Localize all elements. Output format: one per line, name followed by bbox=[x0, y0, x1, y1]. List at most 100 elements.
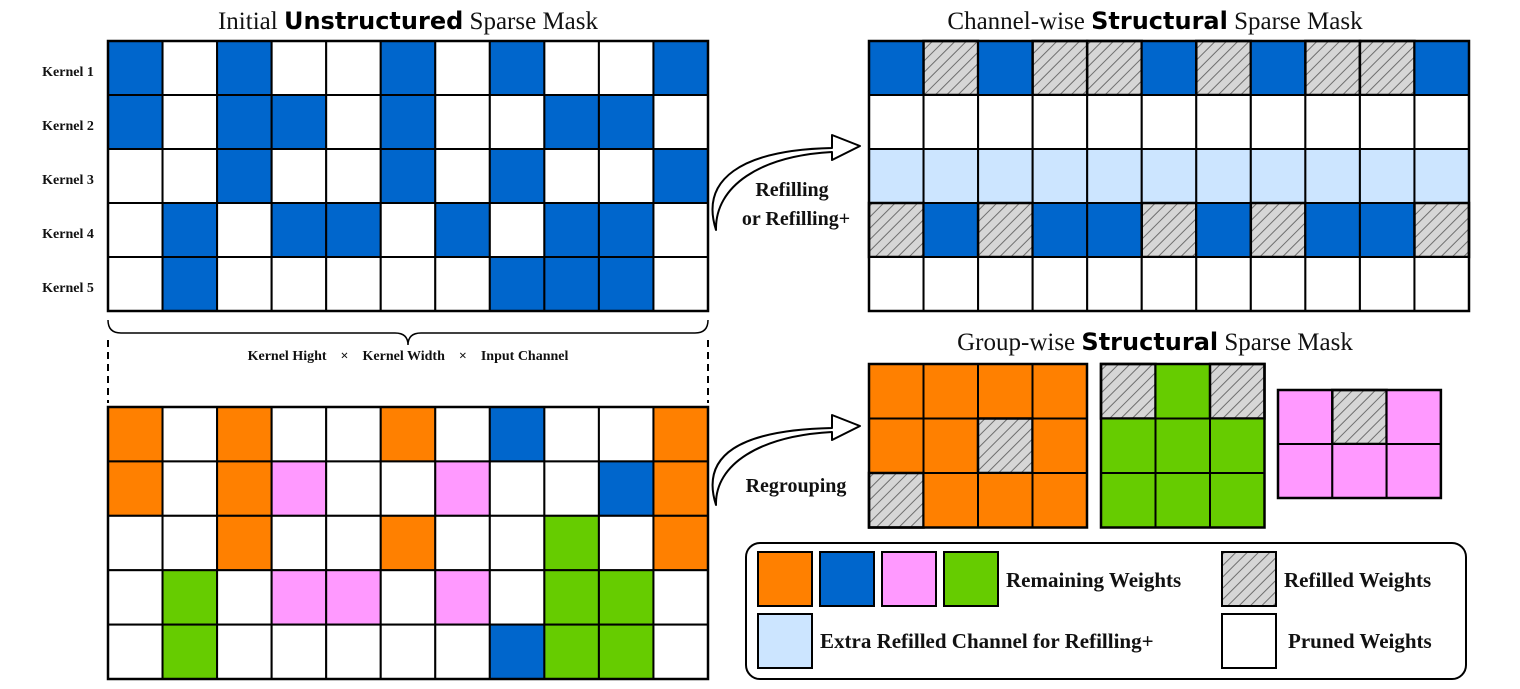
extra-refilled-cell bbox=[1413, 148, 1471, 204]
kernel-labels: Kernel 1 Kernel 2 Kernel 3 Kernel 4 Kern… bbox=[42, 65, 94, 296]
refilled-weight-cell bbox=[1358, 39, 1416, 97]
blue-weight-cell bbox=[107, 40, 164, 96]
orange-weight-cell bbox=[922, 417, 979, 474]
title-group: Group-wise Structural Sparse Mask bbox=[957, 328, 1353, 356]
orange-weight-cell bbox=[652, 514, 709, 572]
green-weight-cell bbox=[1154, 472, 1211, 529]
orange-weight-cell bbox=[652, 460, 709, 517]
pruned-cell bbox=[325, 406, 382, 463]
extra-refilled-cell bbox=[1195, 148, 1252, 204]
legend-swatch-pruned bbox=[1221, 613, 1277, 669]
refilled-weight-cell bbox=[1413, 201, 1471, 259]
pink-weight-cell bbox=[1385, 443, 1442, 499]
legend-swatch-refilled bbox=[1221, 551, 1277, 607]
group-green-grid bbox=[1099, 362, 1266, 529]
pink-weight-cell bbox=[325, 569, 382, 626]
pruned-cell bbox=[434, 623, 491, 680]
refilled-weight-cell bbox=[1099, 362, 1157, 420]
pink-weight-cell bbox=[434, 460, 491, 517]
pruned-cell bbox=[488, 94, 546, 150]
dimension-label: Kernel Hight×Kernel Width×Input Channel bbox=[248, 349, 569, 364]
blue-weight-cell bbox=[1413, 40, 1471, 96]
extra-refilled-cell bbox=[1249, 148, 1307, 204]
pruned-cell bbox=[652, 256, 709, 312]
legend-swatch-pink bbox=[881, 551, 937, 607]
blue-weight-cell bbox=[488, 40, 546, 96]
pink-weight-cell bbox=[1331, 443, 1388, 499]
pruned-cell bbox=[161, 514, 219, 572]
blue-weight-cell bbox=[434, 202, 491, 258]
grid-border bbox=[867, 39, 1471, 313]
group-pink-grid bbox=[1276, 388, 1443, 500]
green-weight-cell bbox=[161, 623, 219, 680]
legend-extra-label: Extra Refilled Channel for Refilling+ bbox=[820, 629, 1154, 653]
pruned-cell bbox=[652, 569, 709, 626]
pruned-cell bbox=[652, 94, 709, 150]
blue-weight-cell bbox=[597, 202, 655, 258]
legend-refilled-label: Refilled Weights bbox=[1284, 568, 1431, 592]
blue-weight-cell bbox=[379, 94, 437, 150]
pruned-cell bbox=[216, 256, 273, 312]
pruned-cell bbox=[1086, 256, 1143, 312]
refilled-weight-cell bbox=[1304, 39, 1362, 97]
pruned-cell bbox=[325, 94, 382, 150]
pruned-cell bbox=[922, 94, 980, 150]
pruned-cell bbox=[325, 40, 382, 96]
blue-weight-cell bbox=[1249, 40, 1307, 96]
blue-weight-cell bbox=[543, 256, 600, 312]
blue-weight-cell bbox=[216, 40, 273, 96]
orange-weight-cell bbox=[868, 363, 925, 420]
pruned-cell bbox=[1249, 94, 1307, 150]
pruned-cell bbox=[161, 406, 219, 463]
pruned-cell bbox=[1358, 94, 1416, 150]
pruned-cell bbox=[597, 406, 655, 463]
blue-weight-cell bbox=[161, 256, 219, 312]
blue-weight-cell bbox=[543, 94, 600, 150]
dimension-brace bbox=[107, 319, 709, 346]
refilled-weight-cell bbox=[1031, 39, 1089, 97]
orange-weight-cell bbox=[922, 472, 979, 529]
green-weight-cell bbox=[1100, 417, 1157, 474]
pruned-cell bbox=[161, 148, 219, 204]
refilled-weight-cell bbox=[1140, 201, 1198, 259]
pruned-cell bbox=[1358, 256, 1416, 312]
blue-weight-cell bbox=[597, 256, 655, 312]
pink-weight-cell bbox=[1385, 389, 1442, 445]
kernel-label: Kernel 1 bbox=[42, 65, 94, 80]
blue-weight-cell bbox=[488, 148, 546, 204]
green-weight-cell bbox=[543, 514, 600, 572]
blue-weight-cell bbox=[379, 148, 437, 204]
pruned-cell bbox=[325, 148, 382, 204]
pruned-cell bbox=[922, 256, 980, 312]
grid-border bbox=[1276, 388, 1443, 500]
pruned-cell bbox=[107, 202, 164, 258]
orange-weight-cell bbox=[977, 472, 1034, 529]
extra-refilled-cell bbox=[1031, 148, 1089, 204]
green-weight-cell bbox=[597, 623, 655, 680]
refilling-arrow bbox=[711, 134, 861, 231]
pruned-cell bbox=[543, 148, 600, 204]
pruned-cell bbox=[597, 148, 655, 204]
pruned-cell bbox=[1140, 256, 1198, 312]
orange-weight-cell bbox=[1031, 417, 1088, 474]
green-weight-cell bbox=[1154, 417, 1211, 474]
refilled-weight-cell bbox=[976, 417, 1034, 475]
refilled-weight-cell bbox=[1195, 39, 1253, 97]
refilling-label-2: or Refilling+ bbox=[742, 208, 850, 230]
pruned-cell bbox=[1249, 256, 1307, 312]
title-channel: Channel-wise Structural Sparse Mask bbox=[947, 7, 1363, 35]
orange-weight-cell bbox=[107, 460, 164, 517]
pruned-cell bbox=[216, 202, 273, 258]
pruned-cell bbox=[379, 256, 437, 312]
extra-refilled-cell bbox=[1304, 148, 1361, 204]
pruned-cell bbox=[107, 148, 164, 204]
pruned-cell bbox=[270, 148, 328, 204]
pruned-cell bbox=[868, 94, 925, 150]
extra-refilled-cell bbox=[868, 148, 925, 204]
orange-weight-cell bbox=[216, 406, 273, 463]
orange-weight-cell bbox=[1031, 363, 1088, 420]
legend-swatch-blue bbox=[819, 551, 875, 607]
pruned-cell bbox=[270, 514, 328, 572]
kernel-label: Kernel 5 bbox=[42, 281, 94, 296]
